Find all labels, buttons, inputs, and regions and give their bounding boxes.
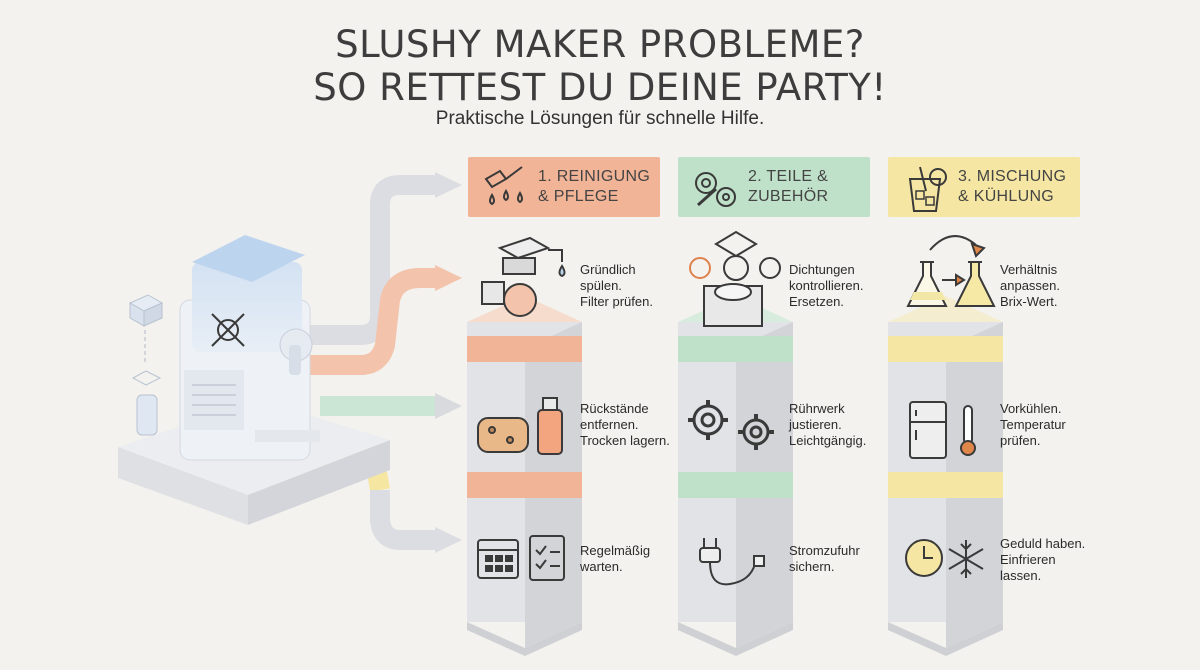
tip-2-3: Stromzufuhr sichern. <box>789 543 899 575</box>
gears-icon <box>688 400 774 450</box>
tip-1-3: Regelmäßig warten. <box>580 543 690 575</box>
tip-1-3-line-2: warten. <box>580 559 623 574</box>
header-2-line-2: ZUBEHÖR <box>748 188 829 205</box>
tip-3-1: Verhältnis anpassen. Brix-Wert. <box>1000 262 1110 310</box>
calendar-and-checklist-icon <box>477 535 565 581</box>
tip-2-1-line-3: Ersetzen. <box>789 294 844 309</box>
arrow-top-head <box>435 172 462 198</box>
tip-3-2-line-2: Temperatur <box>1000 417 1066 432</box>
slushy-machine-illustration <box>118 235 390 525</box>
tip-2-1-line-1: Dichtungen <box>789 262 855 277</box>
tip-1-1: Gründlich spülen. Filter prüfen. <box>580 262 690 310</box>
tip-3-3-line-1: Geduld haben. <box>1000 536 1086 551</box>
title-line-2: SO RETTEST DU DEINE PARTY! <box>313 66 887 109</box>
header-1-line-2: & PFLEGE <box>538 188 619 205</box>
gaskets-icon <box>689 230 781 327</box>
flow-arrows <box>300 172 462 553</box>
fridge-thermometer-icon <box>909 401 976 459</box>
tip-3-3: Geduld haben. Einfrieren lassen. <box>1000 536 1110 584</box>
pillar-column-1 <box>467 296 582 656</box>
arrow-orange-head <box>435 265 462 291</box>
tip-2-2: Rührwerk justieren. Leichtgängig. <box>789 401 899 449</box>
pillar-column-2 <box>678 296 793 656</box>
tip-1-2-line-3: Trocken lagern. <box>580 433 670 448</box>
filter-and-tap-icon <box>481 236 566 317</box>
tip-3-2-line-1: Vorkühlen. <box>1000 401 1062 416</box>
header-3-line-2: & KÜHLUNG <box>958 188 1055 205</box>
title-line-1: SLUSHY MAKER PROBLEME? <box>335 23 865 66</box>
header-3-line-1: 3. MISCHUNG <box>958 168 1067 185</box>
arrow-bottom-head <box>435 527 462 553</box>
header-column-2: 2. TEILE & ZUBEHÖR <box>678 157 870 217</box>
broken-gear-icon <box>211 313 245 347</box>
arrow-bottom <box>370 490 440 550</box>
tip-3-2: Vorkühlen. Temperatur prüfen. <box>1000 401 1110 449</box>
header-1-line-1: 1. REINIGUNG <box>538 168 651 185</box>
header-column-1: 1. REINIGUNG & PFLEGE <box>468 157 660 217</box>
tip-1-2-line-2: entfernen. <box>580 417 639 432</box>
tip-2-1-line-2: kontrollieren. <box>789 278 864 293</box>
sponge-and-detergent-icon <box>477 397 563 455</box>
arrow-orange <box>305 268 440 375</box>
cold-drink-icon <box>908 166 947 212</box>
header-2-line-1: 2. TEILE & <box>748 168 829 185</box>
clock-snowflake-icon <box>905 539 984 578</box>
tip-3-3-line-3: lassen. <box>1000 568 1042 583</box>
tip-1-3-line-1: Regelmäßig <box>580 543 651 558</box>
lab-flasks-icon <box>906 235 996 307</box>
header-column-3: 3. MISCHUNG & KÜHLUNG <box>888 157 1080 217</box>
tip-1-1-line-3: Filter prüfen. <box>580 294 653 309</box>
tip-3-1-line-3: Brix-Wert. <box>1000 294 1058 309</box>
tip-2-2-line-1: Rührwerk <box>789 401 845 416</box>
pillar-column-3 <box>888 296 1003 656</box>
tip-3-1-line-2: anpassen. <box>1000 278 1060 293</box>
tip-2-3-line-2: sichern. <box>789 559 835 574</box>
tip-1-2: Rückstände entfernen. Trocken lagern. <box>580 401 690 449</box>
tip-2-3-line-1: Stromzufuhr <box>789 543 860 558</box>
tip-3-1-line-1: Verhältnis <box>1000 262 1058 277</box>
gears-and-wrench-icon <box>695 172 736 207</box>
tip-2-2-line-2: justieren. <box>789 417 842 432</box>
subtitle: Praktische Lösungen für schnelle Hilfe. <box>435 108 765 129</box>
power-plug-icon <box>699 538 765 586</box>
tip-1-2-line-1: Rückstände <box>580 401 649 416</box>
tip-3-3-line-2: Einfrieren <box>1000 552 1056 567</box>
tip-3-2-line-3: prüfen. <box>1000 433 1041 448</box>
tip-2-2-line-3: Leichtgängig. <box>789 433 867 448</box>
tip-1-1-line-2: spülen. <box>580 278 622 293</box>
arrow-green-head <box>435 393 462 419</box>
tip-2-1: Dichtungen kontrollieren. Ersetzen. <box>789 262 899 310</box>
arrow-top <box>300 175 440 345</box>
tip-1-1-line-1: Gründlich <box>580 262 636 277</box>
brush-and-drops-icon <box>484 166 523 206</box>
